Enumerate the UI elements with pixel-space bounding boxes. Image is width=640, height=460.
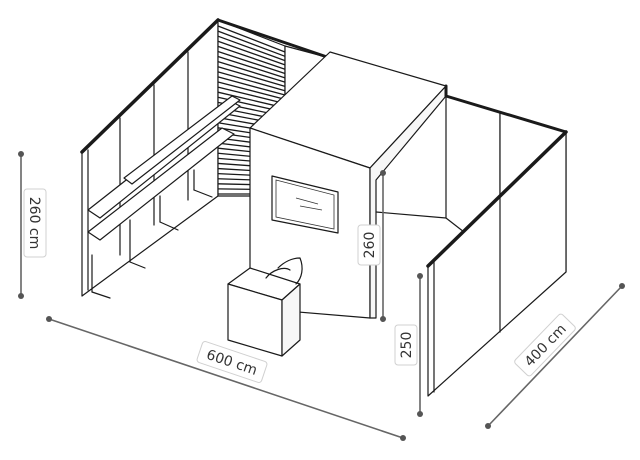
- slat: [217, 61, 286, 83]
- slat: [217, 35, 286, 62]
- dim-storage-height: [380, 170, 386, 322]
- dim-right-wall-height: [417, 273, 423, 417]
- slat: [217, 86, 286, 105]
- slat: [217, 50, 286, 75]
- label-left-height: 260 cm: [23, 188, 47, 258]
- slat: [217, 81, 286, 100]
- storage-room: [249, 51, 448, 319]
- right-room: [375, 94, 568, 397]
- slat: [217, 71, 286, 92]
- dim-left-height: [18, 151, 24, 299]
- slat: [217, 25, 286, 53]
- label-right-wall-height: 250: [394, 324, 418, 366]
- monitor: [271, 175, 339, 234]
- slat: [217, 30, 286, 57]
- label-left-height-text: 260 cm: [26, 197, 42, 250]
- slat: [217, 40, 286, 66]
- label-right-wall-height-text: 250: [399, 332, 415, 359]
- slat: [217, 45, 286, 70]
- dim-depth: [485, 283, 625, 429]
- label-storage-height: 260: [357, 224, 381, 266]
- chair: [265, 257, 303, 285]
- shelving: [87, 95, 241, 299]
- dim-front-width: [46, 316, 406, 441]
- counter: [227, 267, 301, 357]
- slat: [217, 66, 286, 88]
- slat: [217, 76, 286, 96]
- slat: [217, 55, 286, 79]
- label-storage-height-text: 260: [362, 232, 378, 259]
